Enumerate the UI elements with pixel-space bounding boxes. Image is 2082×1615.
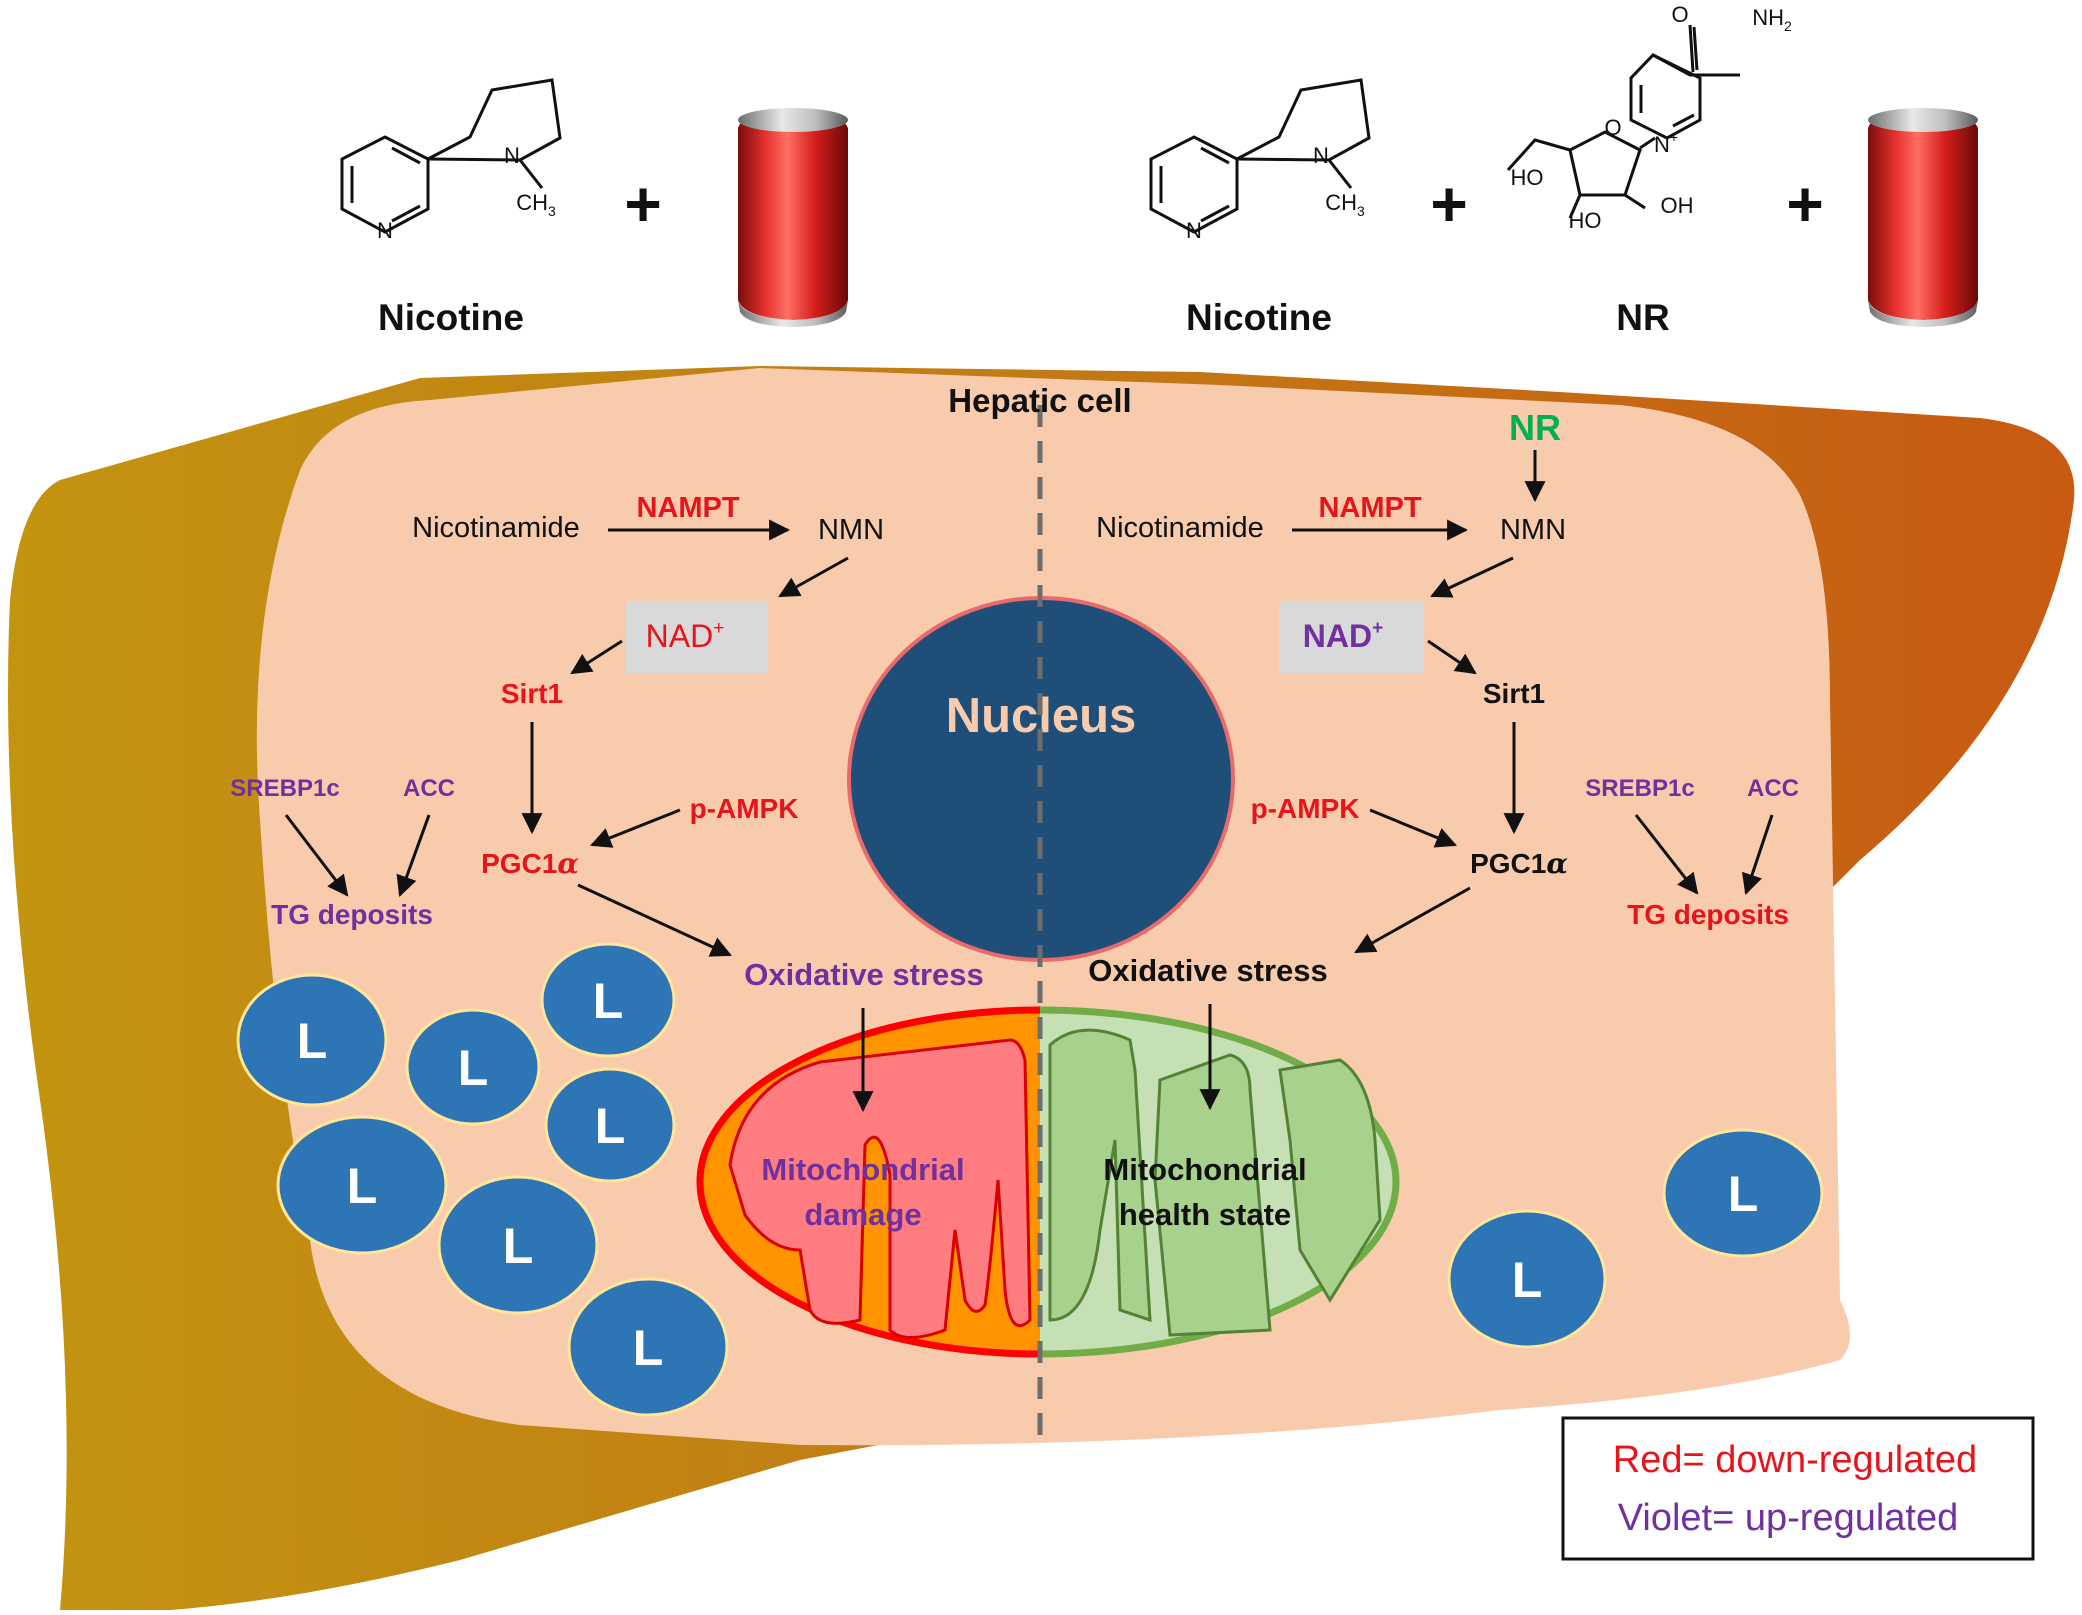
right-nad: NAD+ [1303, 618, 1383, 654]
left-pampk: p-AMPK [690, 793, 799, 824]
left-mito-line1: Mitochondrial [761, 1152, 964, 1187]
atom-n: N [377, 218, 393, 243]
left-sirt1: Sirt1 [501, 678, 563, 709]
lipid-droplet [236, 973, 388, 1107]
arrow-nmn-nad-left [778, 556, 849, 598]
lipid-label: L [503, 1218, 534, 1274]
lipid-label: L [458, 1040, 489, 1096]
left-tg-deposits: TG deposits [271, 899, 433, 930]
atom-oh: OH [1661, 193, 1694, 218]
lipid-labels: L L L L L L L L L [297, 973, 1759, 1376]
arrow-pgc1-oxidative-right [1354, 886, 1471, 954]
arrow-nad-sirt1-left [570, 639, 623, 675]
lipid-label: L [1512, 1252, 1543, 1308]
atom-n: N [1186, 218, 1202, 243]
arrow-srebp-tg-left [284, 814, 349, 897]
nicotine-label-left: Nicotine [378, 297, 524, 338]
atom-n-plus: N+ [1654, 129, 1678, 157]
right-acc: ACC [1747, 775, 1799, 802]
nad-box-right [1279, 601, 1424, 673]
atom-n: N [1313, 143, 1329, 168]
left-mito-line2: damage [804, 1197, 921, 1232]
soda-can-left [738, 108, 848, 327]
legend: Red= down-regulated Violet= up-regulated [1561, 1416, 2035, 1561]
right-pgc1a: PGC1α [1470, 847, 1568, 880]
arrow-pampk-pgc1-left [590, 808, 681, 848]
nr-structure [1506, 24, 1740, 219]
atom-ho: HO [1511, 165, 1544, 190]
legend-box [1561, 1416, 2035, 1561]
nicotine-structure-left [340, 78, 562, 234]
lipid-droplet [567, 1277, 729, 1417]
right-mito-line1: Mitochondrial [1103, 1152, 1306, 1187]
right-pathway: NR Nicotinamide NAMPT NMN NAD+ Sirt1 p-A… [1088, 407, 1799, 1232]
lipid-label: L [593, 973, 624, 1029]
arrow-pampk-pgc1-right [1369, 808, 1457, 848]
lipid-droplet [1662, 1128, 1824, 1258]
lipid-label: L [633, 1320, 664, 1376]
left-pathway: Nicotinamide NAMPT NMN NAD+ Sirt1 p-AMPK… [230, 492, 983, 1232]
atom-ch3: CH3 [1325, 190, 1365, 219]
atom-o: O [1604, 115, 1621, 140]
cell-title: Hepatic cell [948, 382, 1131, 419]
lipid-label: L [347, 1158, 378, 1214]
plus-left: + [624, 168, 661, 240]
right-mito-line2: health state [1119, 1197, 1291, 1232]
nicotine-atoms-right: N N CH3 [1186, 143, 1365, 243]
atom-nh2: NH2 [1752, 5, 1792, 34]
plus-right-1: + [1430, 168, 1467, 240]
lipid-droplets [236, 942, 1824, 1417]
nicotine-structure-right [1149, 78, 1371, 234]
right-sirt1: Sirt1 [1483, 678, 1545, 709]
lipid-droplet [276, 1115, 448, 1255]
left-pgc1a: PGC1α [481, 847, 579, 880]
atom-n: N [504, 143, 520, 168]
atom-o: O [1671, 2, 1688, 27]
left-srebp1c: SREBP1c [230, 775, 339, 802]
atom-ch3: CH3 [516, 190, 556, 219]
nicotine-label-right: Nicotine [1186, 297, 1332, 338]
arrow-nmn-nad-right [1430, 556, 1514, 598]
arrow-pgc1-oxidative-left [577, 883, 732, 957]
right-nmn: NMN [1500, 514, 1566, 546]
left-nicotinamide: Nicotinamide [412, 512, 580, 544]
lipid-droplet [544, 1067, 676, 1183]
left-nad: NAD+ [646, 618, 725, 654]
lipid-label: L [595, 1098, 626, 1154]
plus-right-2: + [1786, 168, 1823, 240]
legend-red: Red= down-regulated [1613, 1439, 1977, 1481]
lipid-droplet [437, 1175, 599, 1315]
right-nr-input: NR [1509, 407, 1561, 448]
arrow-acc-tg-left [396, 814, 431, 897]
left-acc: ACC [403, 775, 455, 802]
right-nampt: NAMPT [1318, 492, 1421, 524]
atom-ho: HO [1569, 208, 1602, 233]
right-tg-deposits: TG deposits [1627, 899, 1789, 930]
left-nmn: NMN [818, 514, 884, 546]
left-nampt: NAMPT [636, 492, 739, 524]
arrow-acc-tg-right [1742, 814, 1774, 895]
nr-atoms: O NH2 N+ O HO HO OH [1511, 2, 1792, 233]
nr-label: NR [1616, 297, 1669, 338]
nicotine-atoms-left: N N CH3 [377, 143, 556, 243]
lipid-label: L [297, 1013, 328, 1069]
lipid-droplet [540, 942, 676, 1058]
arrow-nad-sirt1-right [1427, 639, 1477, 675]
right-oxidative-stress: Oxidative stress [1088, 953, 1328, 988]
lipid-droplet [1447, 1209, 1607, 1349]
lipid-droplet [405, 1008, 541, 1126]
arrow-srebp-tg-right [1634, 814, 1699, 895]
mitochondrion-healthy [1040, 1006, 1400, 1358]
soda-can-right [1868, 108, 1978, 327]
legend-violet: Violet= up-regulated [1618, 1497, 1959, 1539]
left-oxidative-stress: Oxidative stress [744, 957, 984, 992]
right-pampk: p-AMPK [1251, 793, 1360, 824]
mitochondrion-damaged [696, 1006, 1040, 1358]
right-srebp1c: SREBP1c [1585, 775, 1694, 802]
nad-box-left [626, 601, 768, 673]
right-nicotinamide: Nicotinamide [1096, 512, 1264, 544]
lipid-label: L [1728, 1166, 1759, 1222]
